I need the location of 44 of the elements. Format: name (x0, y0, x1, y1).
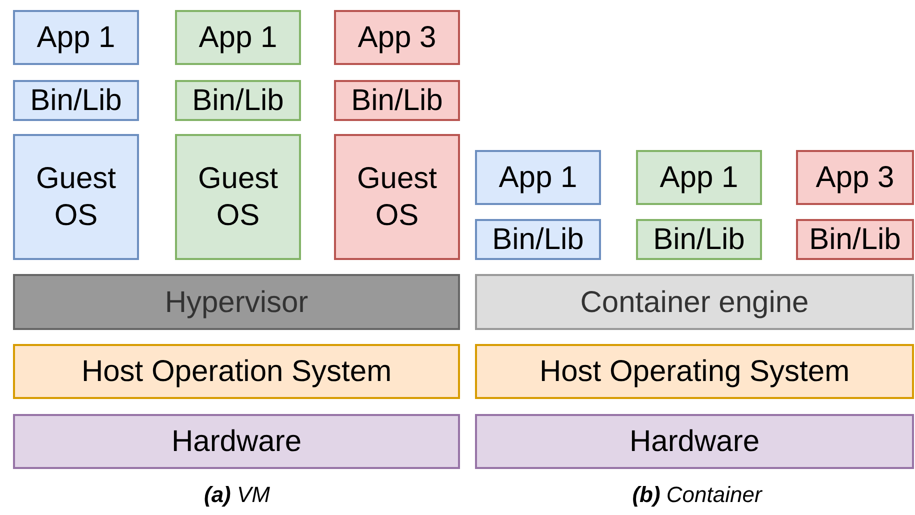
layer-bar (475, 414, 914, 469)
guest-os-box (13, 134, 139, 260)
node-label: Bin/Lib (653, 222, 745, 258)
library-box (636, 219, 762, 260)
library-box (13, 80, 139, 121)
app-box (796, 150, 914, 205)
library-box (475, 219, 601, 260)
app-box (13, 10, 139, 65)
layer-bar (475, 274, 914, 330)
library-box (175, 80, 301, 121)
node-label: Hardware (629, 424, 760, 460)
caption: (b) Container (632, 482, 762, 508)
node-label: Host Operation System (81, 354, 392, 390)
node-label: Bin/Lib (492, 222, 584, 258)
node-label: Hardware (171, 424, 302, 460)
node-label: Bin/Lib (192, 83, 284, 119)
guest-os-box (334, 134, 460, 260)
caption: (a) VM (204, 482, 270, 508)
guest-os-box (175, 134, 301, 260)
layer-bar (13, 344, 460, 399)
node-label: App 1 (498, 160, 578, 196)
layer-bar (13, 414, 460, 469)
node-label: App 1 (660, 160, 738, 196)
node-label: Bin/Lib (30, 83, 122, 119)
node-label: App 1 (198, 20, 278, 56)
app-box (334, 10, 460, 65)
node-label: Container engine (580, 284, 809, 320)
node-label: Guest OS (356, 161, 438, 234)
node-label: Host Operating System (539, 354, 850, 390)
layer-bar (13, 274, 460, 330)
library-box (334, 80, 460, 121)
node-label: Hypervisor (164, 284, 308, 320)
node-label: Guest OS (34, 161, 118, 234)
app-box (175, 10, 301, 65)
node-label: App 3 (816, 160, 894, 196)
node-label: Bin/Lib (809, 222, 901, 258)
app-box (475, 150, 601, 205)
app-box (636, 150, 762, 205)
node-label: App 1 (36, 20, 116, 56)
node-label: Guest OS (196, 161, 280, 234)
library-box (796, 219, 914, 260)
layer-bar (475, 344, 914, 399)
node-label: App 3 (358, 20, 436, 56)
node-label: Bin/Lib (351, 83, 443, 119)
